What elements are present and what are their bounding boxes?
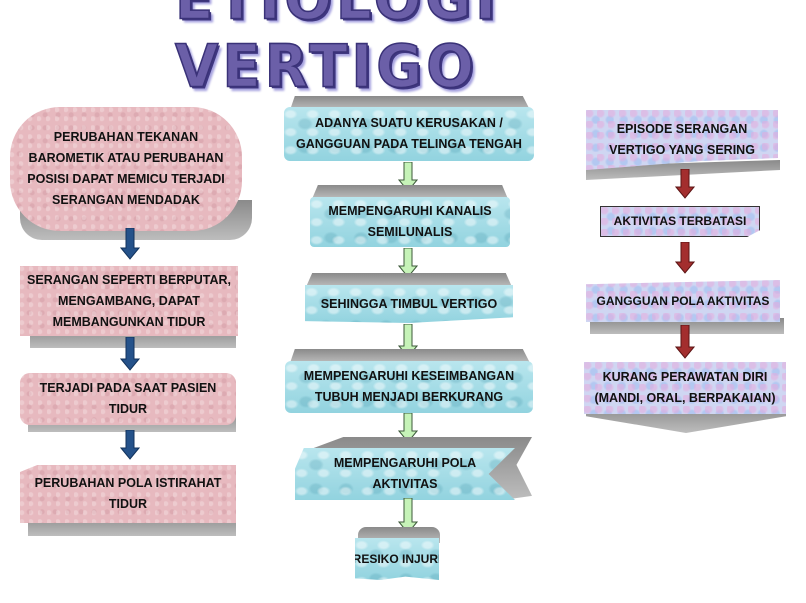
middle-box-3-text: SEHINGGA TIMBUL VERTIGO bbox=[320, 296, 498, 311]
left-box-2-text: SERANGAN SEPERTI BERPUTAR, MENGAMBANG, D… bbox=[27, 272, 231, 329]
middle-box-5: MEMPENGARUHI POLA AKTIVITAS bbox=[295, 448, 515, 500]
left-box-1-text: PERUBAHAN TEKANAN BAROMETIK ATAU PERUBAH… bbox=[27, 130, 225, 207]
right-box-1-text: EPISODE SERANGAN VERTIGO YANG SERING bbox=[609, 122, 755, 157]
middle-box-4: MEMPENGARUHI KESEIMBANGAN TUBUH MENJADI … bbox=[285, 361, 533, 413]
box-shadow bbox=[290, 349, 530, 363]
middle-box-3: SEHINGGA TIMBUL VERTIGO bbox=[305, 285, 513, 323]
right-box-4-text: KURANG PERAWATAN DIRI (MANDI, ORAL, BERP… bbox=[594, 370, 776, 405]
right-box-1: EPISODE SERANGAN VERTIGO YANG SERING bbox=[586, 110, 778, 170]
right-box-4: KURANG PERAWATAN DIRI (MANDI, ORAL, BERP… bbox=[584, 362, 786, 414]
arrow-down-icon bbox=[675, 242, 695, 274]
arrow-down-icon bbox=[120, 430, 140, 460]
right-box-2-text: AKTIVITAS TERBATASI bbox=[613, 214, 747, 228]
left-box-1: PERUBAHAN TEKANAN BAROMETIK ATAU PERUBAH… bbox=[10, 107, 242, 231]
right-box-3: GANGGUAN POLA AKTIVITAS bbox=[586, 280, 780, 322]
middle-box-6: RESIKO INJURI bbox=[355, 538, 439, 580]
box-shadow bbox=[312, 185, 508, 199]
middle-box-5-text: MEMPENGARUHI POLA AKTIVITAS bbox=[333, 456, 477, 491]
middle-box-2-text: MEMPENGARUHI KANALIS SEMILUNALIS bbox=[328, 204, 492, 239]
middle-box-1-text: ADANYA SUATU KERUSAKAN / GANGGUAN PADA T… bbox=[296, 116, 522, 151]
middle-box-6-text: RESIKO INJURI bbox=[352, 551, 442, 566]
arrow-down-icon bbox=[398, 248, 418, 278]
left-box-4: PERUBAHAN POLA ISTIRAHAT TIDUR bbox=[20, 465, 236, 523]
middle-box-2: MEMPENGARUHI KANALIS SEMILUNALIS bbox=[310, 197, 510, 247]
box-shadow bbox=[306, 273, 512, 287]
right-box-2: AKTIVITAS TERBATASI bbox=[600, 206, 760, 237]
left-box-2: SERANGAN SEPERTI BERPUTAR, MENGAMBANG, D… bbox=[20, 266, 238, 336]
arrow-down-icon bbox=[675, 169, 695, 199]
middle-box-4-text: MEMPENGARUHI KESEIMBANGAN TUBUH MENJADI … bbox=[303, 369, 515, 404]
arrow-down-icon bbox=[398, 413, 418, 443]
middle-box-1: ADANYA SUATU KERUSAKAN / GANGGUAN PADA T… bbox=[284, 107, 534, 161]
box-shadow bbox=[290, 96, 530, 110]
arrow-down-icon bbox=[120, 337, 140, 371]
arrow-down-icon bbox=[120, 228, 140, 260]
left-box-4-text: PERUBAHAN POLA ISTIRAHAT TIDUR bbox=[34, 476, 222, 511]
diagram-title: ETIOLOGI VERTIGO bbox=[174, 0, 497, 102]
left-box-3-text: TERJADI PADA SAAT PASIEN TIDUR bbox=[39, 381, 217, 416]
right-box-3-text: GANGGUAN POLA AKTIVITAS bbox=[596, 293, 770, 308]
arrow-down-icon bbox=[675, 325, 695, 359]
left-box-3: TERJADI PADA SAAT PASIEN TIDUR bbox=[20, 373, 236, 425]
